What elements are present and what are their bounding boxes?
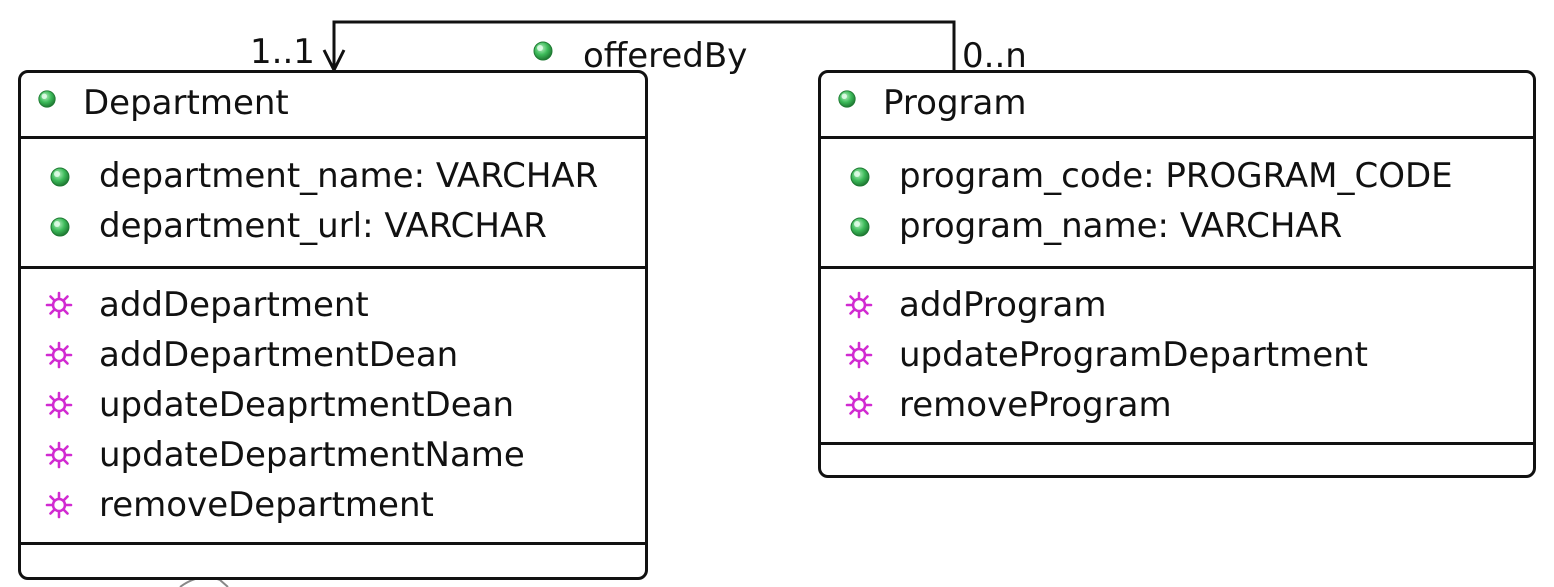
operation-row[interactable]: updateDeaprtmentDean <box>21 381 645 431</box>
operation-text: addDepartmentDean <box>99 335 459 375</box>
operation-row[interactable]: addDepartment <box>21 281 645 331</box>
class-icon <box>837 89 857 109</box>
attribute-text: program_name: VARCHAR <box>899 206 1343 246</box>
attribute-row[interactable]: program_code: PROGRAM_CODE <box>821 152 1533 202</box>
source-multiplicity: 1..1 <box>250 32 315 72</box>
operation-icon <box>45 491 73 519</box>
operation-text: addDepartment <box>99 285 369 325</box>
attribute-row[interactable]: department_url: VARCHAR <box>21 202 645 252</box>
attribute-row[interactable]: program_name: VARCHAR <box>821 202 1533 252</box>
empty-compartment <box>821 445 1533 475</box>
empty-compartment <box>21 545 645 577</box>
operation-icon <box>45 341 73 369</box>
operation-text: updateProgramDepartment <box>899 335 1368 375</box>
department-class-box[interactable]: Department department_name: VARCHAR depa… <box>18 70 648 580</box>
public-attribute-icon <box>849 166 871 188</box>
operation-row[interactable]: addDepartmentDean <box>21 331 645 381</box>
class-header: Program <box>821 73 1533 139</box>
operation-text: updateDeaprtmentDean <box>99 385 515 425</box>
operations-compartment: addProgram updateProgramDepartment remov… <box>821 269 1533 445</box>
operation-icon <box>845 341 873 369</box>
operation-icon <box>845 391 873 419</box>
operation-icon <box>845 291 873 319</box>
operation-row[interactable]: updateDepartmentName <box>21 431 645 481</box>
class-header: Department <box>21 73 645 139</box>
operation-row[interactable]: removeDepartment <box>21 481 645 531</box>
operation-text: removeProgram <box>899 385 1172 425</box>
association-name[interactable]: offeredBy <box>583 36 748 76</box>
operations-compartment: addDepartment addDepartmentDean updateDe… <box>21 269 645 545</box>
operation-text: removeDepartment <box>99 485 434 525</box>
operation-icon <box>45 291 73 319</box>
attribute-row[interactable]: department_name: VARCHAR <box>21 152 645 202</box>
operation-row[interactable]: addProgram <box>821 281 1533 331</box>
public-attribute-icon <box>49 216 71 238</box>
attribute-text: department_url: VARCHAR <box>99 206 547 246</box>
program-class-box[interactable]: Program program_code: PROGRAM_CODE progr… <box>818 70 1536 478</box>
target-multiplicity: 0..n <box>962 36 1027 76</box>
attributes-compartment: department_name: VARCHAR department_url:… <box>21 139 645 269</box>
public-association-icon <box>532 40 554 62</box>
class-name[interactable]: Department <box>83 83 289 123</box>
attribute-text: program_code: PROGRAM_CODE <box>899 156 1453 196</box>
public-attribute-icon <box>49 166 71 188</box>
class-name[interactable]: Program <box>883 83 1027 123</box>
attributes-compartment: program_code: PROGRAM_CODE program_name:… <box>821 139 1533 269</box>
operation-text: addProgram <box>899 285 1107 325</box>
class-icon <box>37 89 57 109</box>
attribute-text: department_name: VARCHAR <box>99 156 599 196</box>
public-attribute-icon <box>849 216 871 238</box>
operation-icon <box>45 391 73 419</box>
operation-row[interactable]: updateProgramDepartment <box>821 331 1533 381</box>
operation-icon <box>45 441 73 469</box>
operation-row[interactable]: removeProgram <box>821 381 1533 431</box>
operation-text: updateDepartmentName <box>99 435 525 475</box>
